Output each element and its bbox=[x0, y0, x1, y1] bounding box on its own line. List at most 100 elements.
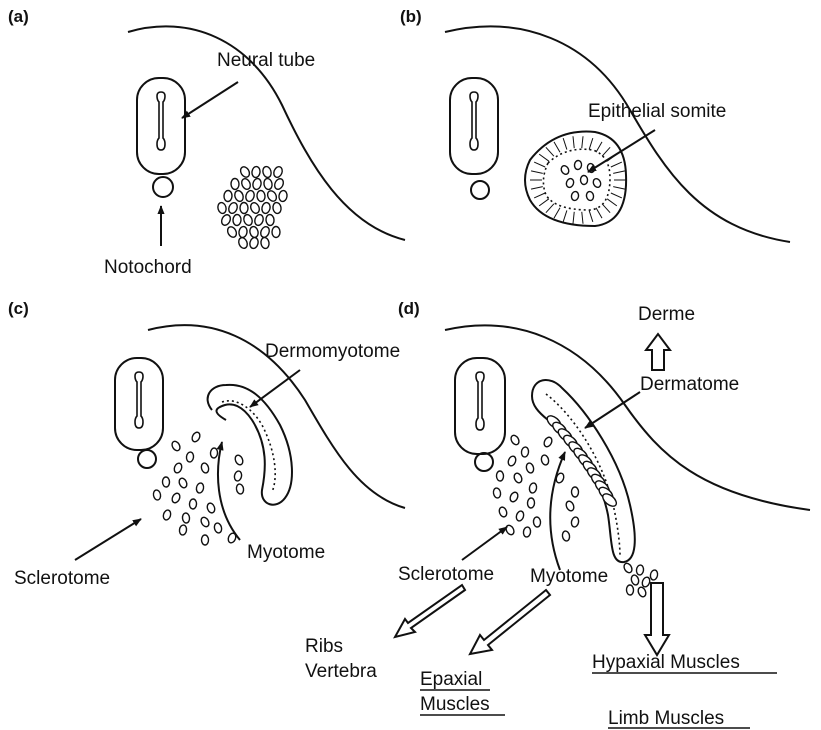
cell bbox=[565, 178, 575, 189]
dermomyotome bbox=[208, 385, 292, 505]
ectoderm-curve bbox=[445, 26, 790, 242]
neural-tube bbox=[137, 78, 185, 174]
cell bbox=[213, 522, 222, 533]
neural-tube bbox=[115, 358, 163, 450]
cell-wall bbox=[596, 208, 602, 218]
hypaxial-label: Hypaxial Muscles bbox=[592, 652, 740, 673]
myotome-label: Myotome bbox=[247, 542, 325, 563]
cell-wall bbox=[534, 193, 545, 198]
cell bbox=[238, 226, 248, 238]
panel-c-label: (c) bbox=[8, 299, 29, 318]
cell bbox=[533, 517, 541, 528]
epaxial-label-line2: Muscles bbox=[420, 694, 490, 715]
cell bbox=[570, 516, 579, 527]
cell bbox=[240, 177, 252, 190]
cell bbox=[189, 499, 197, 509]
myotome-label: Myotome bbox=[530, 566, 608, 587]
migrating-muscle-precursors bbox=[622, 562, 658, 598]
cell bbox=[260, 237, 270, 249]
cell bbox=[586, 191, 595, 201]
neural-tube bbox=[455, 358, 505, 454]
cell bbox=[521, 447, 529, 458]
cell bbox=[523, 527, 531, 538]
cell bbox=[231, 178, 239, 189]
epithelial-somite bbox=[525, 132, 626, 226]
sclerotome-arrow bbox=[75, 519, 141, 560]
cell bbox=[200, 462, 209, 474]
cell bbox=[233, 470, 242, 481]
cell bbox=[637, 586, 648, 598]
cell bbox=[509, 491, 520, 503]
notochord bbox=[471, 181, 489, 199]
cell bbox=[227, 201, 239, 214]
notochord bbox=[153, 177, 173, 197]
cell bbox=[196, 482, 205, 493]
cell bbox=[206, 502, 216, 514]
panel-d-label: (d) bbox=[398, 299, 420, 318]
cell bbox=[278, 190, 287, 202]
cell bbox=[262, 166, 273, 179]
cell bbox=[179, 525, 187, 536]
mesoderm-cells bbox=[217, 165, 288, 249]
cell bbox=[200, 516, 211, 528]
cell bbox=[252, 178, 262, 190]
cell bbox=[245, 190, 256, 203]
hypaxial-arrow bbox=[645, 583, 669, 655]
cell bbox=[565, 500, 575, 512]
cell bbox=[266, 189, 278, 202]
neural-tube-label: Neural tube bbox=[217, 50, 315, 71]
cell bbox=[240, 202, 248, 213]
cell bbox=[259, 225, 271, 238]
cell-wall bbox=[563, 210, 567, 221]
cell-wall bbox=[534, 162, 545, 167]
sclerotome-arrow bbox=[462, 527, 507, 560]
cell-wall bbox=[573, 136, 574, 148]
cell bbox=[237, 236, 249, 249]
cell bbox=[224, 190, 233, 201]
vertebra-label: Vertebra bbox=[305, 661, 377, 682]
cell-wall bbox=[582, 136, 583, 148]
cell bbox=[253, 214, 264, 227]
sclerotome-label: Sclerotome bbox=[14, 568, 110, 589]
neural-tube-arrow bbox=[182, 82, 238, 118]
cell bbox=[249, 201, 261, 214]
cell bbox=[251, 166, 260, 178]
cell bbox=[162, 477, 169, 487]
panel-a-label: (a) bbox=[8, 7, 29, 26]
cell-wall bbox=[546, 204, 554, 213]
derme-arrow bbox=[646, 334, 670, 370]
sclerotome-cells bbox=[493, 434, 580, 542]
cell bbox=[170, 440, 181, 452]
somite-cell-boundaries bbox=[530, 136, 626, 224]
cell bbox=[171, 492, 182, 504]
panel-b: (b) Epithelial somite bbox=[400, 7, 790, 242]
cell bbox=[233, 214, 242, 226]
cell-wall bbox=[589, 138, 593, 149]
cell-wall bbox=[531, 187, 543, 189]
cell-wall bbox=[613, 171, 625, 173]
cell bbox=[153, 489, 162, 500]
dermomyotome-label: Dermomyotome bbox=[265, 341, 400, 362]
cell bbox=[182, 513, 190, 524]
cell bbox=[496, 471, 503, 481]
ribs-arrow bbox=[395, 585, 465, 637]
ectoderm-curve bbox=[445, 325, 810, 510]
cell bbox=[239, 165, 251, 179]
cell-wall bbox=[546, 147, 554, 156]
cell bbox=[256, 190, 265, 202]
cell bbox=[543, 436, 554, 448]
cell bbox=[630, 574, 639, 586]
cell bbox=[178, 477, 189, 489]
cell bbox=[191, 431, 202, 443]
cell bbox=[201, 535, 208, 545]
panel-a: (a) Neural tube Notochord bbox=[8, 7, 405, 278]
cell bbox=[266, 214, 275, 226]
panel-d: (d) Derme Dermatome Sclerotome Myotome R… bbox=[305, 299, 810, 729]
cell bbox=[234, 454, 244, 466]
cell bbox=[505, 524, 516, 536]
cell-wall bbox=[554, 208, 560, 218]
cell-wall bbox=[602, 147, 610, 156]
cell-wall bbox=[613, 187, 625, 189]
cell bbox=[641, 576, 651, 588]
